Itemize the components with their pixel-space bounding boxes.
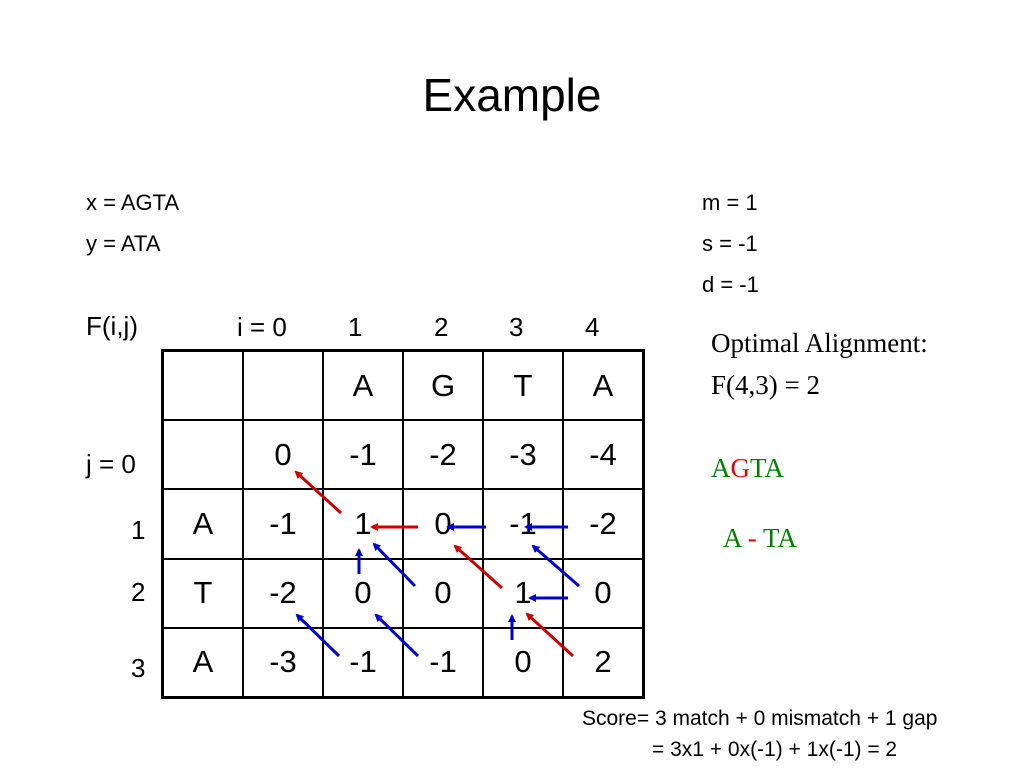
- dp-matrix: A G T A 0 -1 -2 -3 -4 A -1 1 0 -1 -2 T -…: [161, 349, 645, 699]
- table-cell: 0: [402, 488, 484, 560]
- table-cell: [161, 419, 244, 491]
- sequence-y: y = ATA: [86, 231, 161, 256]
- table-row: A -1 1 0 -1 -2: [161, 488, 645, 560]
- table-row: 0 -1 -2 -3 -4: [161, 419, 645, 491]
- table-cell: 2: [562, 626, 645, 699]
- table-cell: 1: [322, 488, 404, 560]
- table-cell: 0: [242, 419, 324, 491]
- align-char: TA: [756, 523, 797, 553]
- table-cell: -1: [322, 626, 404, 699]
- table-row: T -2 0 0 1 0: [161, 557, 645, 629]
- table-cell: -2: [402, 419, 484, 491]
- align-char: A: [764, 453, 784, 483]
- param-mismatch: s = -1: [702, 231, 758, 256]
- table-cell: T: [482, 349, 564, 422]
- param-match: m = 1: [702, 190, 758, 215]
- table-cell: -1: [482, 488, 564, 560]
- table-cell: -3: [242, 626, 324, 699]
- score-line-2: = 3x1 + 0x(-1) + 1x(-1) = 2: [652, 738, 898, 761]
- table-row: A -3 -1 -1 0 2: [161, 626, 645, 699]
- alignment-top: AGTA: [711, 453, 784, 484]
- align-char: A: [711, 453, 731, 483]
- table-cell: G: [402, 349, 484, 422]
- col-index-0: i = 0: [237, 312, 287, 342]
- param-gap: d = -1: [702, 272, 759, 297]
- table-cell: -1: [242, 488, 324, 560]
- table-cell: -2: [562, 488, 645, 560]
- optimal-heading: Optimal Alignment:: [711, 328, 928, 358]
- col-index-3: 3: [509, 312, 524, 342]
- table-cell: 0: [322, 557, 404, 629]
- table-cell: 1: [482, 557, 564, 629]
- align-char: -: [747, 523, 757, 553]
- table-cell: -1: [322, 419, 404, 491]
- matrix-label: F(i,j): [86, 311, 138, 341]
- col-index-2: 2: [434, 312, 449, 342]
- slide-title: Example: [422, 69, 602, 121]
- row-index-2: 2: [131, 577, 146, 607]
- table-cell: 0: [402, 557, 484, 629]
- align-char: G: [730, 453, 751, 483]
- row-index-3: 3: [131, 653, 146, 683]
- table-cell: -3: [482, 419, 564, 491]
- col-index-4: 4: [585, 312, 600, 342]
- table-cell: A: [161, 626, 244, 699]
- row-index-0: j = 0: [86, 449, 136, 479]
- table-cell: -4: [562, 419, 645, 491]
- alignment-bottom: A - TA: [711, 492, 797, 554]
- table-cell: T: [161, 557, 244, 629]
- table-cell: A: [161, 488, 244, 560]
- score-line-1: Score= 3 match + 0 mismatch + 1 gap: [582, 707, 938, 730]
- table-cell: [242, 349, 324, 422]
- table-cell: 0: [562, 557, 645, 629]
- align-char: T: [750, 453, 765, 483]
- align-char: A: [723, 523, 748, 553]
- table-cell: A: [562, 349, 645, 422]
- sequence-x: x = AGTA: [86, 190, 180, 215]
- table-cell: -2: [242, 557, 324, 629]
- table-cell: -1: [402, 626, 484, 699]
- optimal-value: F(4,3) = 2: [711, 370, 820, 400]
- table-row: A G T A: [161, 349, 645, 422]
- row-index-1: 1: [131, 515, 146, 545]
- table-cell: A: [322, 349, 404, 422]
- col-index-1: 1: [348, 312, 363, 342]
- table-cell: [161, 349, 244, 422]
- table-cell: 0: [482, 626, 564, 699]
